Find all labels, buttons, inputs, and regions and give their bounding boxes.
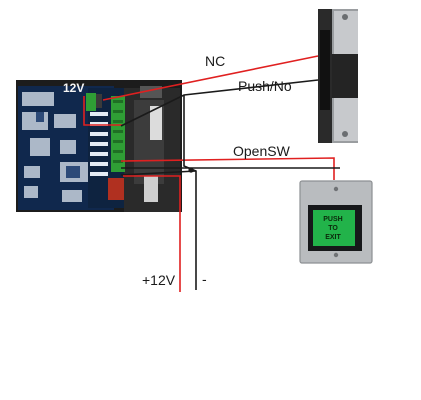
- terminal-block: [86, 93, 125, 172]
- exit-button-text-exit: EXIT: [325, 234, 341, 241]
- opensw-label: OpenSW: [233, 143, 290, 159]
- opensw-wire: [120, 157, 335, 180]
- power-highlight: [83, 96, 122, 126]
- positive-supply-wire: [123, 175, 181, 292]
- nc-wire: [102, 55, 319, 101]
- door-strike: [318, 9, 358, 143]
- nc-label: NC: [205, 53, 226, 69]
- board-12v-label: 12V: [63, 81, 85, 95]
- wire-junction: [188, 167, 194, 173]
- plus-12v-label: +12V: [142, 272, 176, 288]
- minus-label: -: [202, 271, 207, 287]
- controller-board: [16, 80, 182, 212]
- exit-button-text-push: PUSH: [323, 216, 343, 223]
- push-no-label: Push/No: [238, 78, 292, 94]
- negative-supply-wire: [183, 95, 197, 290]
- exit-button-text-to: TO: [328, 225, 338, 232]
- junction-wire: [120, 170, 197, 176]
- exit-button-plate: [299, 180, 373, 264]
